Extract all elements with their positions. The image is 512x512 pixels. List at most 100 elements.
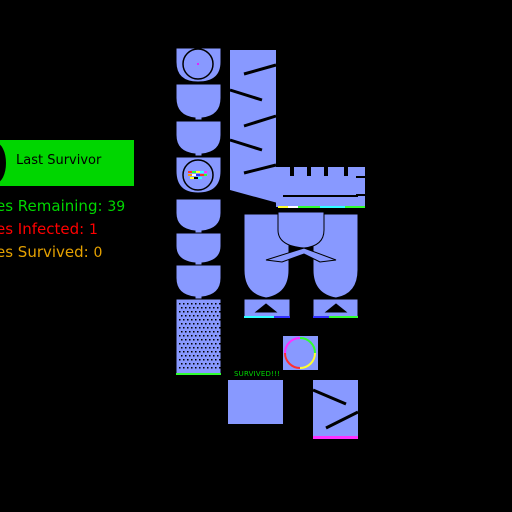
peg-hole [215,311,217,313]
peg-hole [183,311,185,313]
peg-hole [219,359,221,361]
funnel-bowl [175,264,222,300]
peg-hole [215,335,217,337]
peg-hole [207,303,209,305]
splitter [243,211,359,318]
peg-hole [185,315,187,317]
peg-hole [211,319,213,321]
peg-hole [201,315,203,317]
spinner-ring [182,159,214,191]
peg-hole [183,319,185,321]
peg-hole [213,347,215,349]
peg-hole [213,355,215,357]
peg-hole [203,351,205,353]
peg-board [175,298,222,375]
ball [197,63,199,65]
peg-hole [187,327,189,329]
peg-hole [193,363,195,365]
peg-hole [199,303,201,305]
peg-hole [213,307,215,309]
peg-hole [211,367,213,369]
peg-hole [197,331,199,333]
peg-hole [209,363,211,365]
peg-hole [193,323,195,325]
peg-hole [179,343,181,345]
peg-hole [195,335,197,337]
peg-hole [193,331,195,333]
finish-box [228,380,283,424]
stat-infected-label: es Infected: [0,220,85,238]
peg-hole [215,327,217,329]
peg-hole [191,303,193,305]
peg-hole [185,363,187,365]
peg-hole [217,339,219,341]
peg-hole [205,347,207,349]
peg-hole [211,311,213,313]
conveyor [276,166,365,208]
stat-infected: es Infected: 1 [0,220,98,238]
peg-hole [211,351,213,353]
peg-holes [179,303,221,369]
peg-hole [199,359,201,361]
funnel-bowl [175,83,222,121]
peg-hole [183,351,185,353]
peg-hole [205,323,207,325]
ball-cluster [188,171,207,179]
peg-hole [197,363,199,365]
peg-hole [195,319,197,321]
spinner-ring [182,48,214,80]
peg-hole [189,331,191,333]
peg-hole [207,311,209,313]
peg-hole [219,303,221,305]
peg-hole [191,327,193,329]
peg-hole [219,343,221,345]
stat-survived-label: es Survived: [0,243,89,261]
title-banner-cap [0,143,6,183]
exit-strip [176,373,221,375]
peg-hole [193,347,195,349]
peg-hole [197,307,199,309]
peg-hole [203,311,205,313]
peg-hole [219,319,221,321]
peg-hole [187,343,189,345]
peg-hole [199,351,201,353]
peg-hole [179,351,181,353]
peg-hole [191,343,193,345]
peg-hole [199,367,201,369]
funnel-bowl [175,198,222,234]
peg-hole [185,347,187,349]
peg-hole [187,303,189,305]
peg-hole [183,303,185,305]
peg-hole [203,303,205,305]
peg-hole [217,331,219,333]
ramp-box [312,380,359,439]
peg-hole [217,307,219,309]
peg-hole [197,315,199,317]
peg-hole [203,327,205,329]
peg-hole [183,335,185,337]
peg-hole [187,319,189,321]
peg-hole [189,339,191,341]
peg-hole [195,327,197,329]
peg-hole [183,343,185,345]
peg-hole [189,307,191,309]
peg-hole [211,327,213,329]
peg-hole [189,323,191,325]
peg-hole [189,315,191,317]
title-banner [0,140,134,186]
funnel-bowl [175,120,222,157]
peg-hole [185,307,187,309]
peg-hole [213,363,215,365]
peg-hole [205,355,207,357]
peg-hole [209,331,211,333]
peg-hole [205,363,207,365]
peg-hole [219,351,221,353]
exit-strip [274,316,290,318]
peg-hole [185,323,187,325]
peg-hole [197,323,199,325]
peg-hole [205,307,207,309]
stat-remaining-value: 39 [107,199,126,215]
peg-hole [217,347,219,349]
peg-hole [209,307,211,309]
